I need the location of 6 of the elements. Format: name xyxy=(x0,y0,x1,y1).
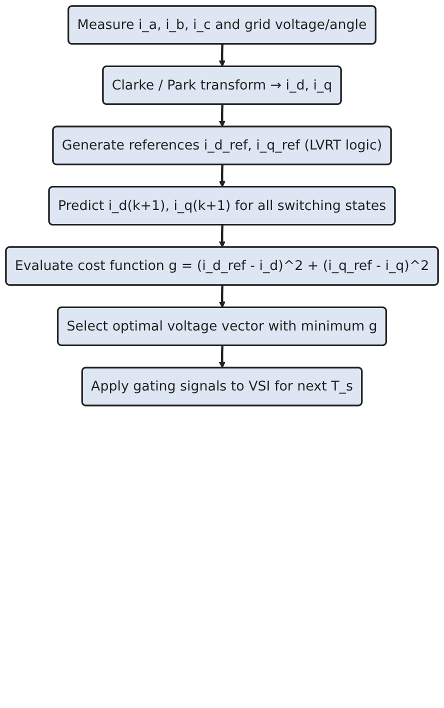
arrow xyxy=(218,44,226,67)
arrow xyxy=(218,104,226,128)
arrow xyxy=(218,164,226,188)
arrow xyxy=(218,346,226,368)
arrow xyxy=(218,225,226,248)
arrow xyxy=(218,285,226,308)
